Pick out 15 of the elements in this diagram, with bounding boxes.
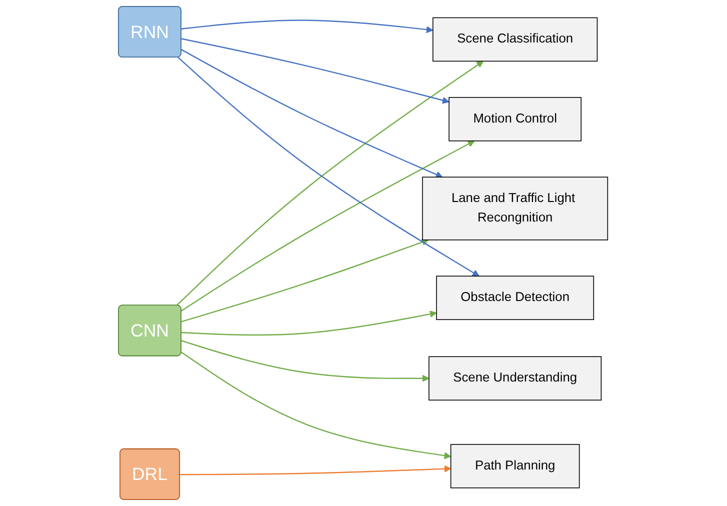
node-box: Scene Understanding [429, 356, 602, 401]
arrow [182, 49, 444, 178]
arrow [182, 340, 430, 382]
arrow [182, 38, 450, 104]
node-box: Scene Classification [432, 17, 598, 62]
arrow [180, 465, 452, 476]
node-box: Obstacle Detection [436, 276, 594, 320]
arrow [182, 20, 434, 34]
node-box: Motion Control [449, 97, 582, 142]
arrow [182, 238, 430, 322]
arrow [181, 352, 452, 460]
node-box: Path Planning [450, 444, 580, 488]
arrow [182, 140, 476, 312]
node-box: Lane and Traffic Light Recongnition [422, 176, 608, 240]
arrow [182, 310, 438, 336]
